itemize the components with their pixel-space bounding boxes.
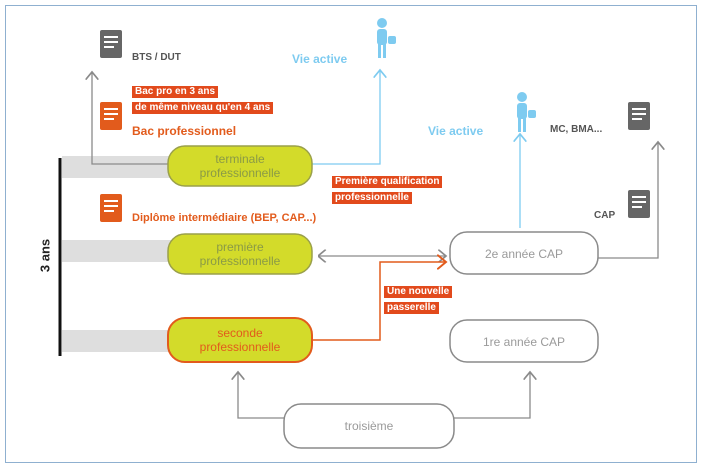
bac-pro-label: Bac professionnel xyxy=(132,124,237,138)
document-icon-bac-pro xyxy=(100,102,122,130)
badge-bac-pro-3ans-2: de même niveau qu'en 4 ans xyxy=(132,102,274,114)
badge-premiere-qualif-1: Première qualification xyxy=(332,176,443,188)
box-cap1-text: 1re année CAP xyxy=(482,335,566,349)
band-terminale xyxy=(62,156,174,178)
box-terminale-text: terminale professionnelle xyxy=(168,152,312,180)
document-icon-bts xyxy=(100,30,122,58)
box-terminale xyxy=(167,145,313,187)
box-cap1 xyxy=(449,319,599,363)
premiere-line1: première xyxy=(216,240,264,254)
arrow-cap2-mc xyxy=(598,142,658,259)
badge-premiere-qualif-2: professionnelle xyxy=(332,192,412,204)
document-icon-diplome-inter xyxy=(100,194,122,222)
person-icon-right xyxy=(517,92,536,132)
box-troisieme xyxy=(283,403,455,449)
band-premiere xyxy=(62,240,174,262)
terminale-line1: terminale xyxy=(215,152,265,166)
badge-bac-pro-3ans-1: Bac pro en 3 ans xyxy=(132,86,219,98)
box-premiere-text: première professionnelle xyxy=(168,240,312,268)
vie-active-left: Vie active xyxy=(292,52,348,66)
seconde-line1: seconde xyxy=(217,326,263,340)
person-icon-left xyxy=(377,18,396,58)
box-seconde xyxy=(167,317,313,363)
box-premiere xyxy=(167,233,313,275)
diplome-inter-label: Diplôme intermédiaire (BEP, CAP...) xyxy=(132,212,317,224)
box-seconde-text: seconde professionnelle xyxy=(168,326,312,354)
three-years-label: 3 ans xyxy=(37,238,53,273)
box-cap2-text: 2e année CAP xyxy=(484,247,564,261)
box-troisieme-text: troisième xyxy=(344,419,394,433)
arrow-terminale-vie-active xyxy=(312,70,380,165)
mc-bma-label: MC, BMA... xyxy=(550,124,603,135)
bts-dut-label: BTS / DUT xyxy=(132,52,181,63)
badge-passerelle-2: passerelle xyxy=(384,302,439,314)
cap-label: CAP xyxy=(594,210,616,221)
arrow-troisieme-seconde xyxy=(238,372,286,419)
document-icon-mc xyxy=(628,102,650,130)
vie-active-right: Vie active xyxy=(428,124,484,138)
badge-passerelle-1: Une nouvelle xyxy=(384,286,453,298)
terminale-line2: professionnelle xyxy=(199,166,281,180)
arrow-terminale-bts xyxy=(92,72,178,165)
band-seconde xyxy=(62,330,174,352)
seconde-line2: professionnelle xyxy=(199,340,281,354)
premiere-line2: professionnelle xyxy=(199,254,281,268)
box-cap2 xyxy=(449,231,599,275)
arrow-troisieme-cap1 xyxy=(454,372,530,419)
document-icon-cap xyxy=(628,190,650,218)
arrow-passerelle xyxy=(312,262,446,341)
